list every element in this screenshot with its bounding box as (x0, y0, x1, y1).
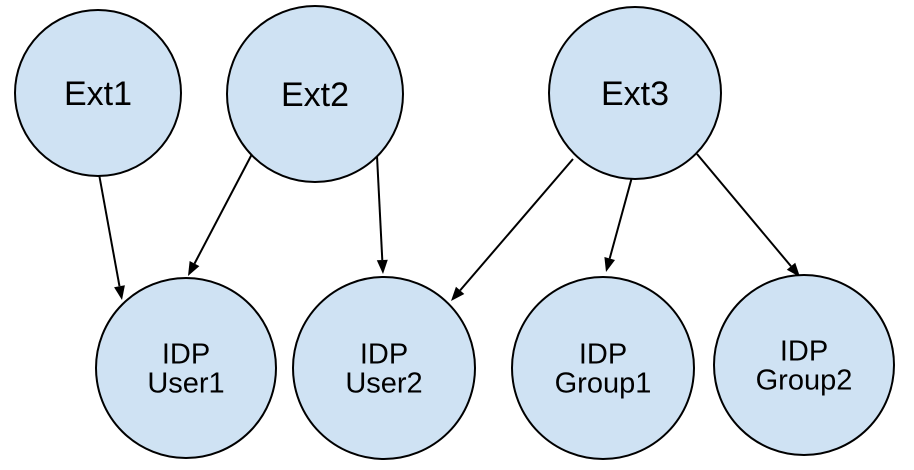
node-idp-user1-label-line-2: User1 (147, 368, 224, 400)
edge-ext1-idp-user1-arrowhead (114, 285, 125, 300)
edge-ext3-idp-group1-arrowhead (604, 257, 616, 272)
node-ext1-circle (14, 9, 182, 177)
node-ext2-label-line-1: Ext2 (281, 76, 349, 114)
node-idp-group1-circle (511, 276, 695, 460)
edge-ext2-idp-user1 (188, 153, 253, 276)
edge-ext1-idp-user1-line (98, 173, 121, 287)
edge-ext1-idp-user1 (98, 173, 125, 300)
edge-ext3-idp-group2-arrowhead (786, 262, 800, 277)
edge-ext2-idp-user2-arrowhead (376, 259, 388, 274)
edge-ext3-idp-user2-line (459, 158, 574, 292)
node-idp-user2-circle (292, 276, 476, 460)
node-ext3-label-line-1: Ext3 (601, 75, 669, 113)
node-ext1: Ext1 (14, 9, 182, 177)
node-idp-group2-label-line-2: Group2 (756, 365, 853, 397)
node-idp-group2-circle (713, 274, 895, 456)
node-idp-user2-label-line-1: IDP (360, 339, 408, 371)
node-ext3: Ext3 (548, 6, 722, 180)
edge-ext3-idp-group1 (604, 176, 633, 272)
node-ext3-label: Ext3 (601, 75, 669, 113)
node-idp-group1-label-line-2: Group1 (555, 368, 652, 400)
edge-ext3-idp-user2 (451, 158, 574, 301)
edge-ext2-idp-user2-line (376, 155, 384, 261)
edge-ext2-idp-user1-line (193, 153, 253, 265)
node-ext3-circle (548, 6, 722, 180)
edge-ext3-idp-group2 (696, 153, 800, 277)
node-idp-user2-label-line-2: User2 (345, 368, 422, 400)
edge-ext2-idp-user2 (376, 155, 388, 274)
node-idp-group2-label-line-1: IDP (780, 336, 828, 368)
node-ext2-label: Ext2 (281, 76, 349, 114)
node-ext2: Ext2 (226, 5, 404, 183)
node-ext2-circle (226, 5, 404, 183)
edge-ext3-idp-user2-arrowhead (451, 286, 465, 301)
node-ext1-label: Ext1 (64, 75, 132, 113)
node-idp-user1-circle (95, 277, 277, 459)
node-ext1-label-line-1: Ext1 (64, 75, 132, 113)
edge-ext2-idp-user1-arrowhead (188, 261, 200, 276)
edge-ext3-idp-group1-line (608, 176, 633, 259)
node-idp-group1-label-line-1: IDP (579, 339, 627, 371)
node-idp-user1-label-line-1: IDP (162, 339, 210, 371)
edge-ext3-idp-group2-line (696, 153, 792, 267)
